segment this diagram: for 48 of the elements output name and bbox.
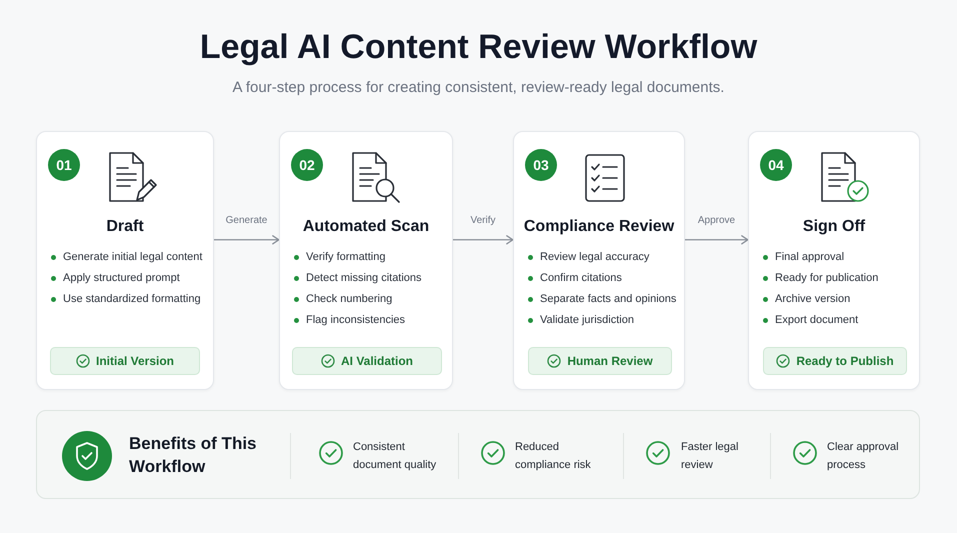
arrow <box>453 235 514 244</box>
step-card <box>279 131 453 390</box>
step-number-badge: 02 <box>291 149 323 181</box>
bullet-item: Check numbering <box>280 289 392 310</box>
arrow <box>214 235 280 244</box>
step-card <box>513 131 685 390</box>
bullet-item: Flag inconsistencies <box>280 310 406 331</box>
step-title: Automated Scan <box>302 217 430 237</box>
status-text: Ready to Publish <box>796 354 894 368</box>
step-number-badge: 03 <box>525 149 557 181</box>
bullet-item: Ready for publication <box>749 268 878 289</box>
status-tag <box>528 347 672 375</box>
status-text: Initial Version <box>96 354 174 368</box>
panel-heading: Benefits of This Workflow <box>129 433 258 478</box>
page-title: Legal AI Content Review Workflow <box>200 27 758 67</box>
step-card <box>748 131 920 390</box>
benefit-text: Consistent document quality <box>353 440 438 473</box>
bullet-item: Verify formatting <box>280 247 386 268</box>
benefit-text: Clear approval process <box>827 440 900 473</box>
step-number-badge: 04 <box>760 149 792 181</box>
benefits-panel <box>36 410 920 499</box>
bullet-item: Generate initial legal content <box>37 247 202 268</box>
bullet-item: Review legal accuracy <box>514 247 650 268</box>
step-card <box>36 131 214 390</box>
bullet-item: Final approval <box>749 247 844 268</box>
status-tag <box>763 347 907 375</box>
bullet-item: Separate facts and opinions <box>514 289 676 310</box>
bullet-item: Use standardized formatting <box>37 289 201 310</box>
status-text: Human Review <box>567 354 653 368</box>
step-number-badge: 01 <box>48 149 80 181</box>
benefit-text: Reduced compliance risk <box>515 440 592 473</box>
step-title: Compliance Review <box>524 217 674 237</box>
arrow <box>685 235 748 244</box>
bullet-item: Confirm citations <box>514 268 622 289</box>
step-title: Draft <box>106 217 144 237</box>
status-text: AI Validation <box>340 354 413 368</box>
bullet-item: Export document <box>749 310 858 331</box>
subtitle: A four-step process for creating consistent, review-ready legal documents. <box>232 79 724 97</box>
edge-label: Verify <box>468 214 498 227</box>
bullet-item: Apply structured prompt <box>37 268 180 289</box>
benefit-text: Faster legal review <box>681 440 740 473</box>
bullet-item: Validate jurisdiction <box>514 310 634 331</box>
step-title: Sign Off <box>802 217 866 237</box>
edge-label: Approve <box>696 214 738 227</box>
status-tag <box>50 347 200 375</box>
bullet-item: Archive version <box>749 289 850 310</box>
status-tag <box>292 347 442 375</box>
bullet-item: Detect missing citations <box>280 268 422 289</box>
